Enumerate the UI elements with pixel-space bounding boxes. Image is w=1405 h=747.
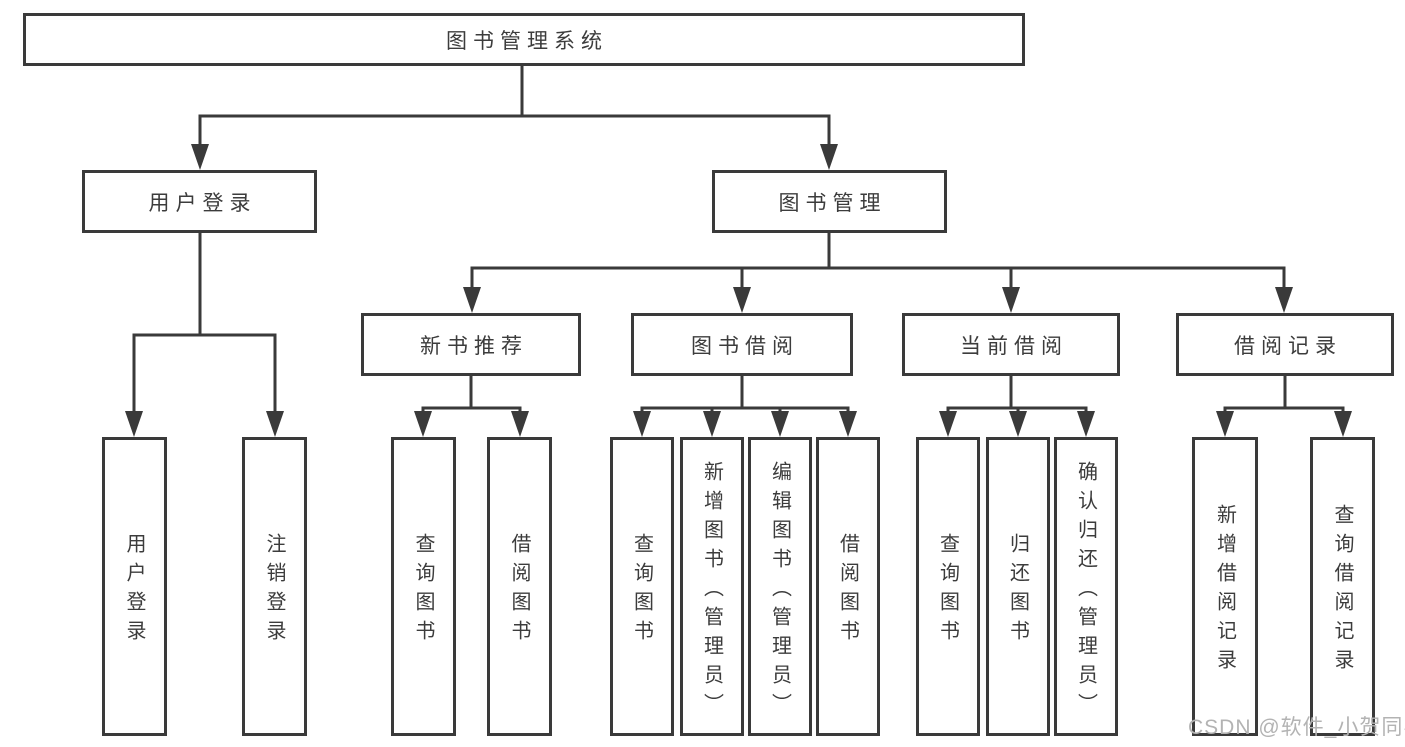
node-label: 图书管理 [778, 191, 887, 215]
leaf-query-books-current: 查询图书 [916, 437, 980, 736]
leaf-query-books-borrowing: 查询图书 [610, 437, 674, 736]
node-library-management-system: 图书管理系统 [23, 13, 1025, 66]
leaf-label: 注销登录 [263, 533, 285, 649]
leaf-confirm-return-admin: 确认归还（管理员） [1054, 437, 1118, 736]
leaf-label: 借阅图书 [508, 533, 530, 649]
leaf-label: 归还图书 [1006, 533, 1029, 649]
arrowheads [125, 144, 1352, 437]
leaf-edit-book-admin: 编辑图书（管理员） [748, 437, 812, 736]
leaf-add-book-admin: 新增图书（管理员） [680, 437, 744, 736]
node-new-book-recommendation: 新书推荐 [361, 313, 581, 376]
leaf-label: 新增借阅记录 [1213, 504, 1236, 678]
leaf-label: 查询图书 [630, 533, 653, 649]
leaf-user-login: 用户登录 [102, 437, 167, 736]
leaf-label: 新增图书（管理员） [700, 460, 723, 722]
node-label: 图书借阅 [691, 334, 799, 358]
csdn-watermark: CSDN @软件_小贺同学 [1188, 716, 1405, 739]
leaf-label: 借阅图书 [836, 533, 859, 649]
node-borrowing-records: 借阅记录 [1176, 313, 1394, 376]
node-label: 图书管理系统 [446, 29, 608, 53]
leaf-borrow-books-newbooks: 借阅图书 [487, 437, 552, 736]
node-label: 新书推荐 [420, 334, 528, 358]
node-book-management: 图书管理 [712, 170, 947, 233]
leaf-add-borrow-record: 新增借阅记录 [1192, 437, 1258, 736]
leaf-label: 查询图书 [936, 533, 959, 649]
leaf-query-borrow-record: 查询借阅记录 [1310, 437, 1375, 736]
leaf-return-book: 归还图书 [986, 437, 1050, 736]
leaf-label: 查询图书 [412, 533, 434, 649]
node-current-borrowing: 当前借阅 [902, 313, 1120, 376]
leaf-label: 用户登录 [123, 533, 145, 649]
leaf-label: 编辑图书（管理员） [768, 460, 791, 722]
node-label: 当前借阅 [960, 334, 1068, 358]
leaf-label: 查询借阅记录 [1331, 504, 1353, 678]
node-book-borrowing: 图书借阅 [631, 313, 853, 376]
leaf-logout-login: 注销登录 [242, 437, 307, 736]
leaf-query-books-newbooks: 查询图书 [391, 437, 456, 736]
node-label: 用户登录 [148, 191, 257, 215]
leaf-label: 确认归还（管理员） [1074, 460, 1097, 722]
leaf-borrow-books-borrowing: 借阅图书 [816, 437, 880, 736]
node-label: 借阅记录 [1234, 334, 1342, 358]
node-user-login: 用户登录 [82, 170, 317, 233]
